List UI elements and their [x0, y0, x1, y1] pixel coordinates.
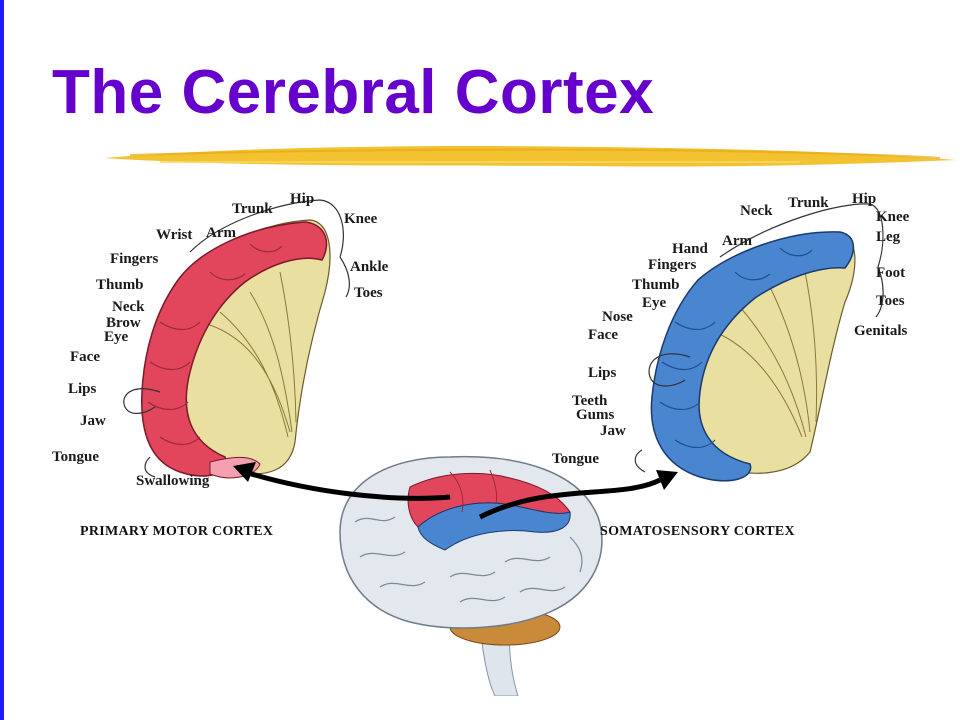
sensory-label-thumb: Thumb: [632, 277, 680, 293]
sensory-cortex-strip: [650, 231, 855, 482]
sensory-label-face: Face: [588, 327, 618, 343]
motor-label-toes: Toes: [354, 285, 383, 301]
sensory-label-knee: Knee: [876, 209, 910, 225]
motor-label-swallowing: Swallowing: [136, 473, 210, 489]
left-border: [0, 0, 4, 720]
sensory-label-genitals: Genitals: [854, 323, 908, 339]
cortex-diagram: Hip Trunk Knee Wrist Arm Ankle Fingers T…: [50, 182, 930, 696]
motor-label-ankle: Ankle: [350, 259, 389, 275]
motor-label-trunk: Trunk: [232, 201, 273, 217]
sensory-label-lips: Lips: [588, 365, 617, 381]
motor-label-tongue: Tongue: [52, 449, 99, 465]
sensory-label-eye: Eye: [642, 295, 667, 311]
motor-label-arm: Arm: [206, 225, 236, 241]
motor-label-eye: Eye: [104, 329, 129, 345]
motor-label-thumb: Thumb: [96, 277, 144, 293]
sensory-label-leg: Leg: [876, 229, 901, 245]
sensory-label-hand: Hand: [672, 241, 708, 257]
arrow-to-sensory: [478, 477, 662, 520]
sensory-label-gums: Gums: [576, 407, 615, 423]
sensory-label-trunk: Trunk: [788, 195, 829, 211]
title-underline-stroke: [104, 146, 956, 167]
sensory-label-toes: Toes: [876, 293, 905, 309]
motor-label-hip: Hip: [290, 191, 315, 207]
motor-cortex-strip: [141, 221, 328, 477]
motor-label-brow: Brow: [106, 315, 141, 331]
sensory-cortex-caption: SOMATOSENSORY CORTEX: [600, 524, 795, 539]
cortex-illustration: [123, 199, 884, 696]
arrow-to-motor: [244, 469, 451, 501]
slide-title: The Cerebral Cortex: [52, 58, 655, 127]
sensory-label-jaw: Jaw: [600, 423, 626, 439]
sensory-label-fingers: Fingers: [648, 257, 697, 273]
motor-cortex-caption: PRIMARY MOTOR CORTEX: [80, 524, 274, 539]
motor-label-neck: Neck: [112, 299, 145, 315]
sensory-label-arm: Arm: [722, 233, 752, 249]
motor-label-face: Face: [70, 349, 100, 365]
arrow-head-left: [233, 462, 256, 482]
sensory-label-teeth: Teeth: [572, 393, 608, 409]
sensory-label-nose: Nose: [602, 309, 633, 325]
sensory-label-foot: Foot: [876, 265, 906, 281]
motor-label-fingers: Fingers: [110, 251, 159, 267]
motor-label-knee: Knee: [344, 211, 378, 227]
sensory-label-neck: Neck: [740, 203, 773, 219]
sensory-label-tongue: Tongue: [552, 451, 599, 467]
motor-cortex-section: [123, 199, 350, 479]
sensory-label-hip: Hip: [852, 191, 877, 207]
sensory-cortex-section: [634, 203, 884, 482]
arrow-head-right: [656, 470, 678, 490]
motor-label-wrist: Wrist: [156, 227, 193, 243]
motor-label-lips: Lips: [68, 381, 97, 397]
motor-label-jaw: Jaw: [80, 413, 106, 429]
